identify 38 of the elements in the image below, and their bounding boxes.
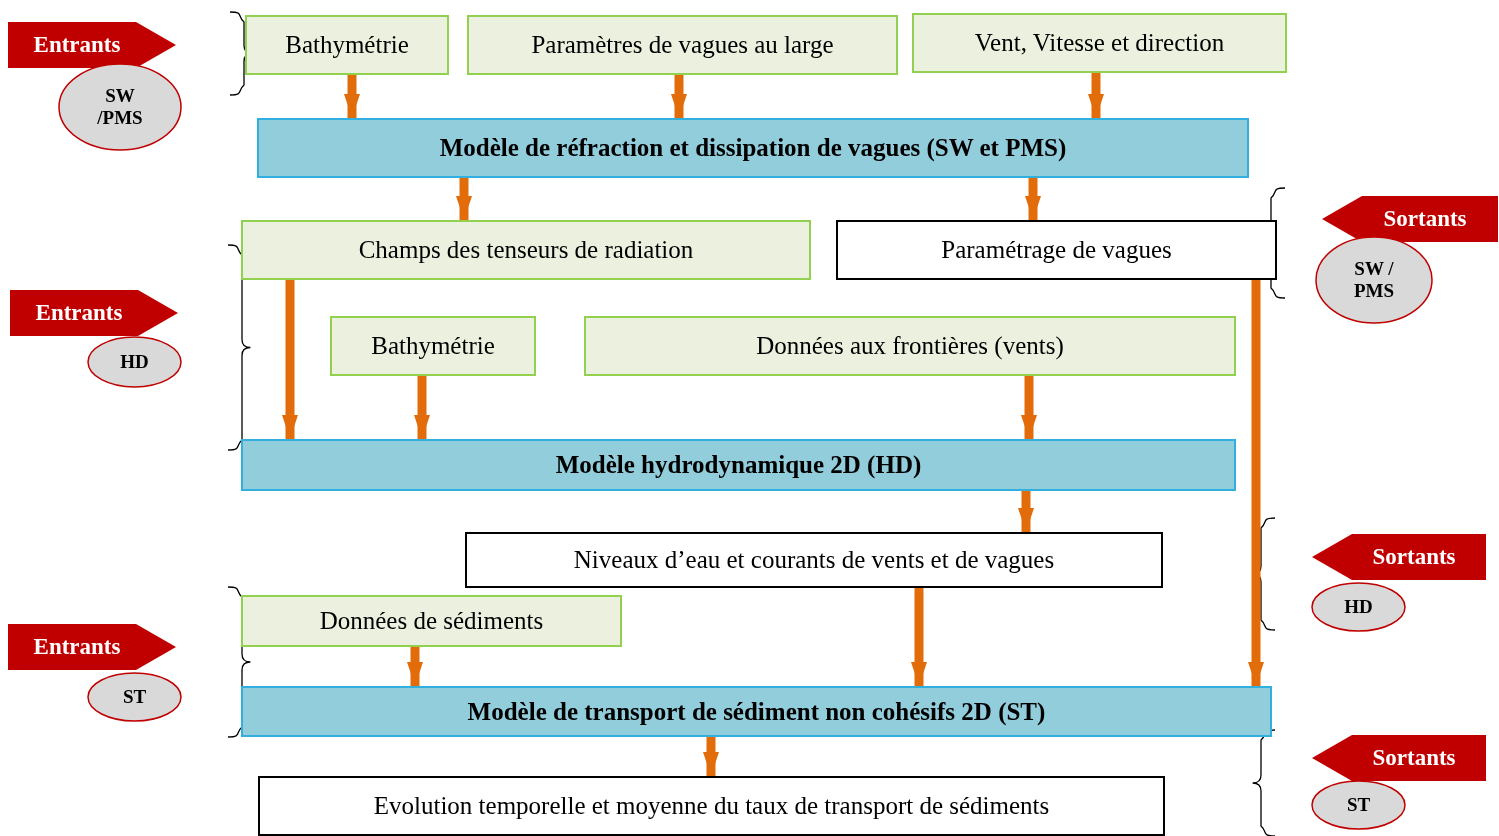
model-box: Modèle hydrodynamique 2D (HD) — [241, 439, 1236, 491]
input-data-box: Bathymétrie — [245, 15, 449, 75]
ellipse-label: HD — [87, 336, 182, 388]
arrow-tag: Entrants — [8, 624, 176, 670]
ellipse-label: SW /PMS — [58, 63, 182, 151]
arrow — [414, 376, 430, 439]
arrow — [1025, 178, 1041, 220]
output-box: Niveaux d’eau et courants de vents et de vagues — [465, 532, 1163, 588]
arrow — [1018, 491, 1034, 532]
arrow — [407, 647, 423, 686]
ellipse-label: ST — [1311, 780, 1406, 830]
model-box: Modèle de réfraction et dissipation de vagues (SW et PMS) — [257, 118, 1249, 178]
ellipse-label: ST — [87, 672, 182, 722]
ellipse-label: HD — [1311, 582, 1406, 632]
arrow-tag: Sortants — [1312, 735, 1486, 781]
ellipse-label: SW / PMS — [1315, 236, 1433, 324]
arrow — [1021, 376, 1037, 439]
arrow — [671, 75, 687, 118]
arrow-tag: Sortants — [1322, 196, 1498, 242]
input-data-box: Champs des tenseurs de radiation — [241, 220, 811, 280]
output-box: Paramétrage de vagues — [836, 220, 1277, 280]
arrow — [282, 280, 298, 439]
model-box: Modèle de transport de sédiment non cohésifs 2D (ST) — [241, 686, 1272, 737]
arrow — [911, 588, 927, 686]
arrow — [1248, 280, 1264, 686]
input-data-box: Données de sédiments — [241, 595, 622, 647]
output-box: Evolution temporelle et moyenne du taux de transport de sédiments — [258, 776, 1165, 836]
arrow-tag: Entrants — [8, 22, 176, 68]
input-data-box: Vent, Vitesse et direction — [912, 13, 1287, 73]
arrow-tag: Entrants — [10, 290, 178, 336]
input-data-box: Paramètres de vagues au large — [467, 15, 898, 75]
arrow — [344, 75, 360, 118]
arrow — [1088, 73, 1104, 118]
input-data-box: Bathymétrie — [330, 316, 536, 376]
arrow — [703, 737, 719, 776]
arrow-tag: Sortants — [1312, 534, 1486, 580]
input-data-box: Données aux frontières (vents) — [584, 316, 1236, 376]
arrow — [456, 178, 472, 220]
